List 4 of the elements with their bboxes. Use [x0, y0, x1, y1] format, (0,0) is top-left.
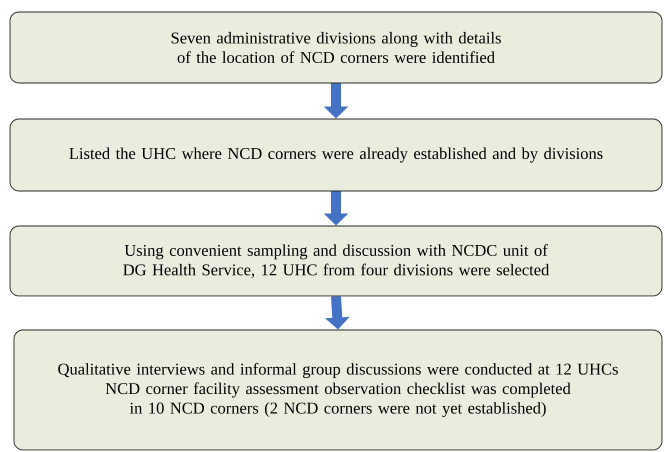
process-box: Listed the UHC where NCD corners were already established and by divisions: [10, 118, 662, 192]
process-box: Qualitative interviews and informal group discussions were conducted at 12 UHCs NCD corner facility assessment observation checklist was completed in 10 NCD corners (2 NCD corners were not yet established): [14, 330, 662, 450]
process-box: Using convenient sampling and discussion with NCDC unit of DG Health Service, 12 UHC from four divisions were selected: [10, 226, 662, 296]
process-box: Seven administrative divisions along with details of the location of NCD corners were identified: [10, 12, 662, 84]
